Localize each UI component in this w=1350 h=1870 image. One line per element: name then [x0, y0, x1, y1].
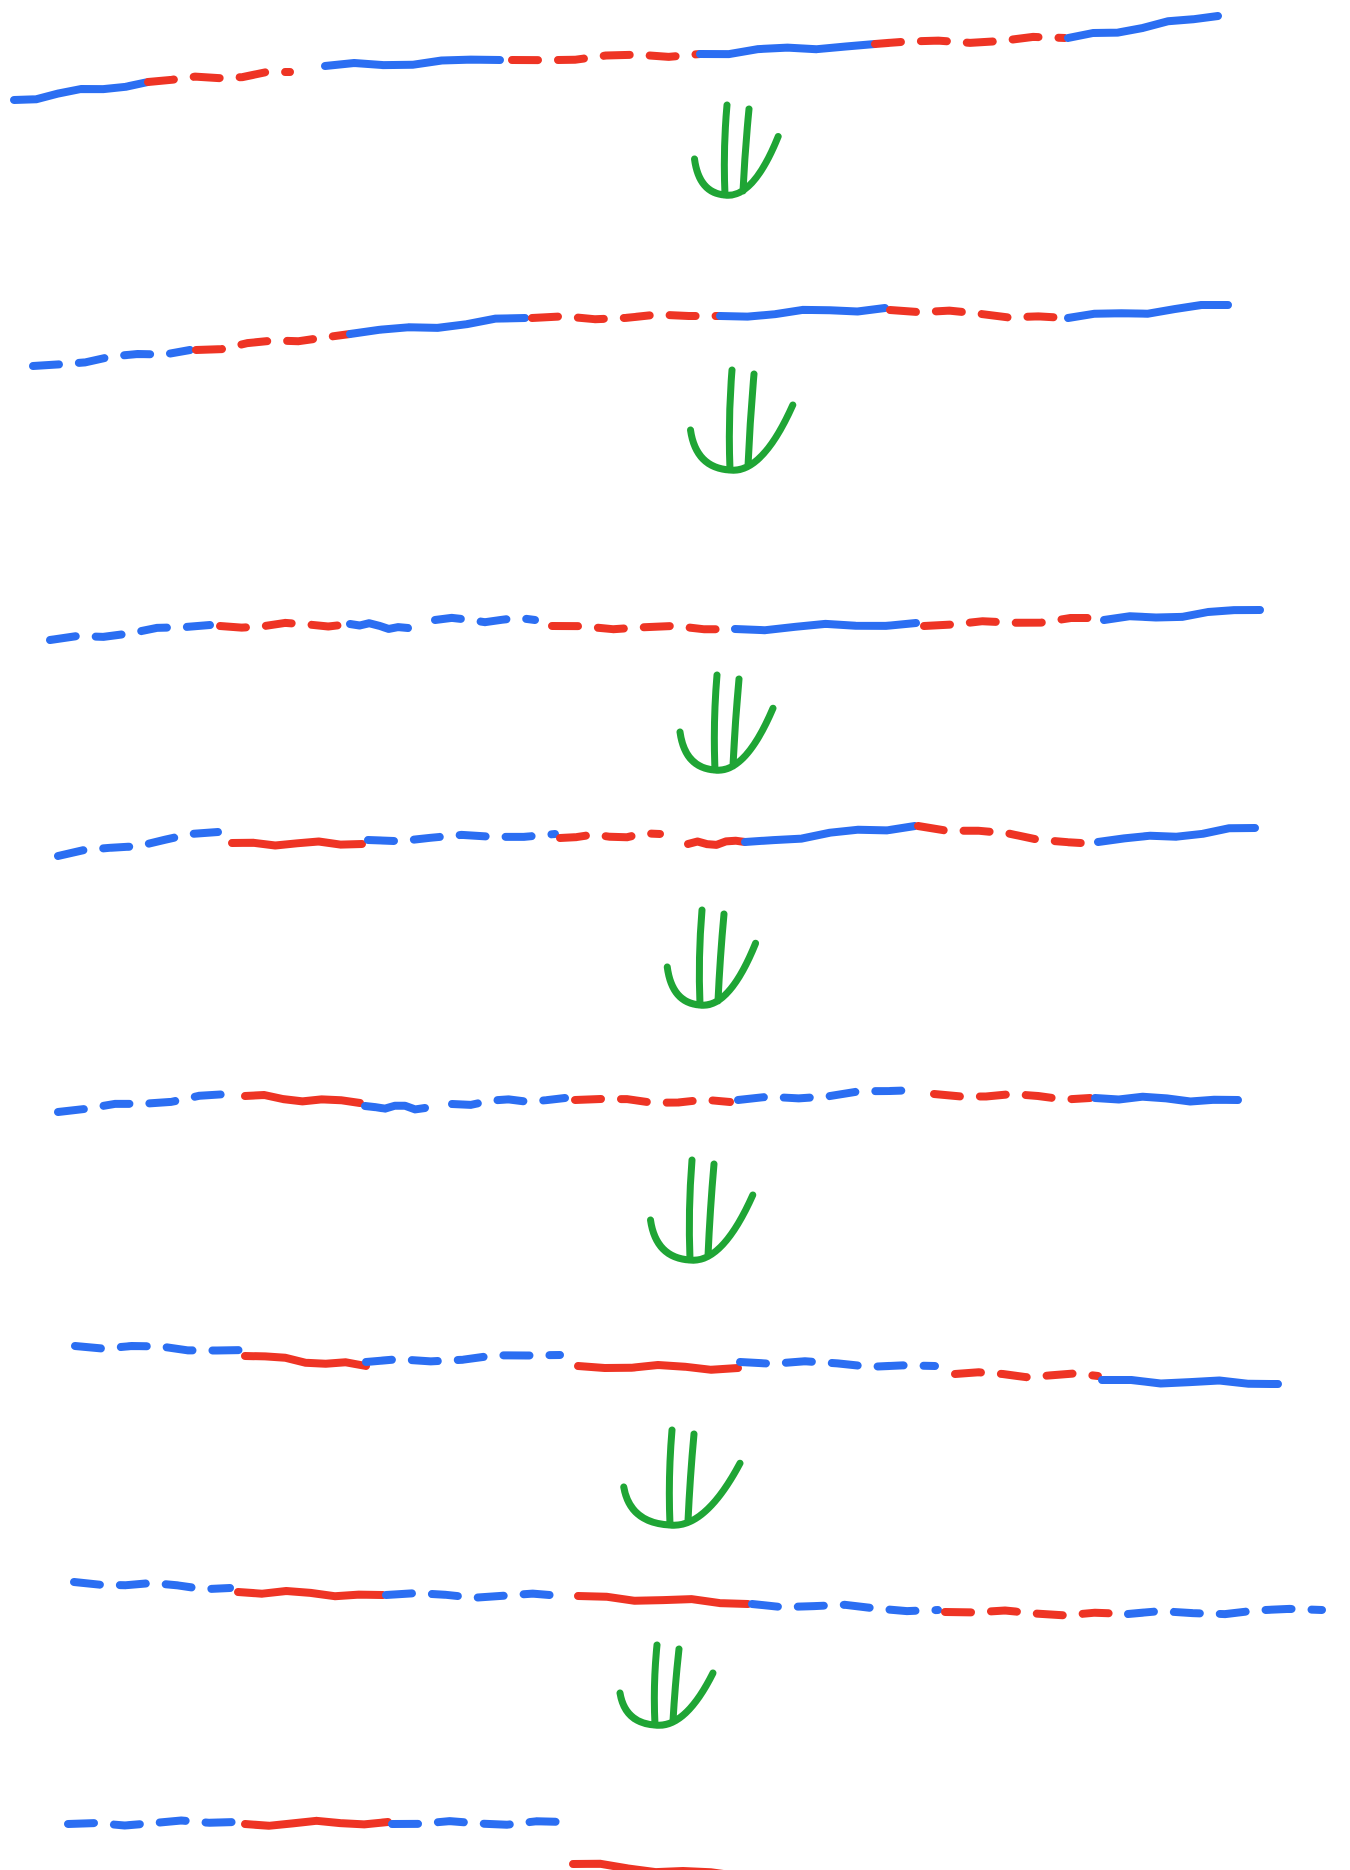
blue-solid-segment [1091, 1092, 1242, 1106]
double-down-arrow-icon [620, 1426, 744, 1529]
blue-dashed-segment [736, 1357, 939, 1371]
stage-line-3 [46, 606, 1264, 644]
red-solid-segment [684, 836, 749, 849]
red-solid-segment [569, 1859, 724, 1870]
blue-solid-segment [716, 304, 889, 321]
blue-dashed-segment [54, 1090, 232, 1116]
red-dashed-segment [508, 50, 704, 65]
blue-solid-segment [1094, 824, 1259, 846]
red-solid-segment [241, 1091, 364, 1107]
red-dashed-segment [548, 621, 739, 634]
blue-dashed-segment [364, 830, 559, 846]
red-dashed-segment [886, 306, 1072, 322]
stage-line-6 [71, 1342, 1282, 1388]
red-dashed-segment [914, 822, 1102, 848]
blue-dashed-segment [388, 1817, 569, 1829]
red-dashed-segment [941, 1606, 1129, 1620]
blue-dashed-segment [734, 1086, 924, 1104]
red-solid-segment [234, 1587, 387, 1601]
blue-dashed-segment [362, 1351, 564, 1366]
red-dashed-segment [556, 829, 664, 842]
blue-dashed-segment [748, 1600, 942, 1616]
double-down-arrow-icon [647, 1156, 757, 1264]
blue-dashed-segment [448, 1094, 569, 1109]
blue-dashed-segment [46, 621, 214, 644]
red-dashed-segment [528, 310, 724, 324]
double-down-arrow-icon [616, 1641, 717, 1729]
blue-dashed-segment [71, 1342, 249, 1355]
red-dashed-segment [571, 1095, 734, 1107]
double-down-arrow-icon [687, 366, 797, 474]
red-solid-segment [241, 1352, 370, 1370]
red-dashed-segment [930, 1090, 1094, 1104]
blue-dashed-segment [431, 613, 539, 627]
red-solid-segment [228, 837, 366, 850]
blue-solid-segment [1064, 301, 1232, 322]
blue-dashed-segment [29, 346, 194, 370]
blue-dashed-segment [1124, 1604, 1326, 1619]
red-dashed-segment [216, 618, 354, 632]
blue-solid-segment [346, 314, 529, 338]
stage-line-2 [29, 301, 1232, 370]
red-dashed-segment [951, 1368, 1102, 1382]
red-solid-segment [574, 1592, 752, 1608]
stage-line-1 [10, 12, 1222, 104]
stage-line-7 [70, 1578, 1326, 1620]
stage-line-8 [64, 1816, 724, 1870]
double-down-arrow-icon [663, 906, 760, 1009]
red-dashed-segment [144, 68, 294, 86]
double-down-arrow-icon [691, 101, 782, 199]
red-dashed-segment [192, 330, 354, 354]
blue-dashed-segment [54, 828, 222, 860]
stage-line-4 [54, 822, 1259, 860]
blue-solid-segment [1098, 1376, 1282, 1388]
blue-solid-segment [1100, 606, 1264, 624]
blue-solid-segment [10, 78, 152, 104]
blue-solid-segment [741, 822, 919, 846]
blue-dashed-segment [70, 1578, 234, 1594]
red-dashed-segment [871, 32, 1069, 48]
stage-line-5 [54, 1086, 1242, 1116]
red-solid-segment [574, 1361, 742, 1374]
blue-solid-segment [346, 619, 412, 633]
blue-solid-segment [1064, 12, 1222, 42]
blue-solid-segment [361, 1101, 429, 1114]
red-dashed-segment [920, 614, 1104, 630]
blue-dashed-segment [64, 1816, 242, 1830]
blue-solid-segment [731, 619, 920, 635]
arrows-layer [616, 101, 797, 1729]
blue-dashed-segment [382, 1589, 566, 1602]
red-solid-segment [241, 1816, 392, 1830]
stages-layer [10, 12, 1326, 1870]
double-down-arrow-icon [676, 671, 777, 774]
blue-solid-segment [321, 55, 504, 70]
blue-solid-segment [696, 40, 879, 59]
